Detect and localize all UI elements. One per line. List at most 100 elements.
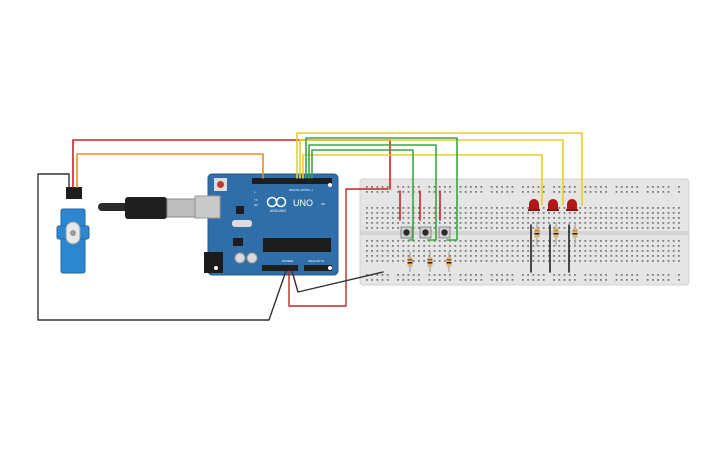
- breadboard-hole: [662, 212, 665, 214]
- resistor-1[interactable]: [407, 252, 413, 272]
- breadboard-hole: [516, 212, 519, 214]
- breadboard-hole: [366, 191, 368, 193]
- power-jack: [204, 252, 223, 273]
- breadboard-hole: [433, 255, 436, 257]
- breadboard-hole: [423, 240, 425, 242]
- arduino-uno-board[interactable]: UNO ARDUINO DIGITAL (PWM ~) POWER ANALOG…: [194, 173, 339, 276]
- servo-motor[interactable]: [56, 187, 90, 274]
- breadboard-hole: [366, 240, 368, 242]
- servo-power-wire[interactable]: [72, 139, 391, 190]
- breadboard-hole: [459, 212, 462, 214]
- led-resistors: [534, 222, 578, 246]
- breadboard-hole: [376, 191, 379, 193]
- breadboard-hole: [574, 191, 576, 193]
- breadboard-hole: [459, 217, 462, 219]
- breadboard-hole: [553, 212, 555, 214]
- breadboard-hole: [376, 212, 379, 214]
- breadboard-hole: [542, 217, 545, 219]
- breadboard-hole: [470, 186, 472, 188]
- usb-cable[interactable]: [98, 197, 196, 219]
- breadboard[interactable]: [359, 178, 690, 286]
- led-3[interactable]: [566, 199, 578, 211]
- breadboard-hole: [454, 245, 457, 247]
- breadboard-hole: [610, 217, 613, 219]
- breadboard-hole: [615, 227, 618, 229]
- rx-label: RX: [254, 203, 258, 207]
- breadboard-hole: [652, 217, 654, 219]
- breadboard-hole: [506, 255, 509, 257]
- button-wire-1[interactable]: [311, 149, 414, 241]
- breadboard-hole: [594, 191, 597, 193]
- breadboard-hole: [662, 245, 665, 247]
- led-wire-3[interactable]: [296, 132, 583, 206]
- breadboard-hole: [553, 274, 555, 276]
- led-resistor-3[interactable]: [572, 222, 578, 246]
- breadboard-hole: [579, 250, 581, 252]
- breadboard-hole: [506, 250, 509, 252]
- breadboard-hole: [600, 279, 602, 281]
- breadboard-hole: [428, 240, 431, 242]
- led-wire-2[interactable]: [299, 139, 564, 206]
- capacitor-2: [246, 252, 258, 264]
- breadboard-hole: [516, 260, 519, 262]
- breadboard-hole: [402, 240, 405, 242]
- breadboard-hole: [490, 250, 493, 252]
- breadboard-hole: [646, 240, 649, 242]
- breadboard-hole: [568, 212, 571, 214]
- servo-signal-wire[interactable]: [76, 153, 264, 188]
- breadboard-hole: [626, 186, 628, 188]
- breadboard-hole: [366, 227, 368, 229]
- button-wire-2[interactable]: [308, 144, 437, 241]
- breadboard-hole: [480, 207, 483, 209]
- breadboard-hole: [428, 217, 431, 219]
- pushbutton-2[interactable]: [419, 226, 432, 239]
- breadboard-hole: [657, 207, 659, 209]
- breadboard-hole: [418, 207, 420, 209]
- breadboard-hole: [464, 217, 467, 219]
- breadboard-hole: [407, 212, 410, 214]
- resistor-3[interactable]: [446, 252, 452, 272]
- servo-ground-wire[interactable]: [37, 173, 287, 321]
- breadboard-hole: [610, 245, 613, 247]
- pushbutton-1[interactable]: [400, 226, 413, 239]
- breadboard-hole: [449, 250, 451, 252]
- breadboard-hole: [485, 260, 488, 262]
- led-resistor-1[interactable]: [534, 222, 540, 246]
- breadboard-hole: [397, 191, 399, 193]
- breadboard-hole: [386, 240, 389, 242]
- breadboard-hole: [449, 255, 451, 257]
- breadboard-hole: [371, 212, 373, 214]
- breadboard-hole: [376, 255, 379, 257]
- breadboard-hole: [397, 250, 399, 252]
- breadboard-hole: [620, 255, 623, 257]
- breadboard-hole: [641, 255, 644, 257]
- breadboard-hole: [605, 240, 607, 242]
- breadboard-hole: [594, 217, 597, 219]
- breadboard-hole: [615, 250, 618, 252]
- breadboard-hole: [527, 207, 529, 209]
- led-1[interactable]: [528, 199, 540, 211]
- breadboard-hole: [433, 260, 436, 262]
- breadboard-hole: [527, 222, 529, 224]
- pushbutton-3[interactable]: [438, 226, 451, 239]
- breadboard-hole: [563, 245, 566, 247]
- led-2[interactable]: [547, 199, 559, 211]
- led-resistor-2[interactable]: [553, 222, 559, 246]
- resistor-2[interactable]: [427, 252, 433, 272]
- breadboard-hole: [438, 260, 441, 262]
- breadboard-hole: [496, 207, 498, 209]
- 5v-wire[interactable]: [288, 188, 389, 307]
- breadboard-hole: [496, 227, 498, 229]
- breadboard-hole: [418, 227, 420, 229]
- led-wire-1[interactable]: [302, 154, 543, 206]
- breadboard-hole: [537, 260, 540, 262]
- breadboard-hole: [558, 255, 561, 257]
- gnd-wire[interactable]: [291, 270, 384, 293]
- breadboard-hole: [579, 212, 581, 214]
- breadboard-hole: [475, 279, 477, 281]
- breadboard-hole: [433, 279, 436, 281]
- button-wire-3[interactable]: [305, 137, 458, 241]
- breadboard-hole: [657, 191, 659, 193]
- breadboard-hole: [402, 186, 405, 188]
